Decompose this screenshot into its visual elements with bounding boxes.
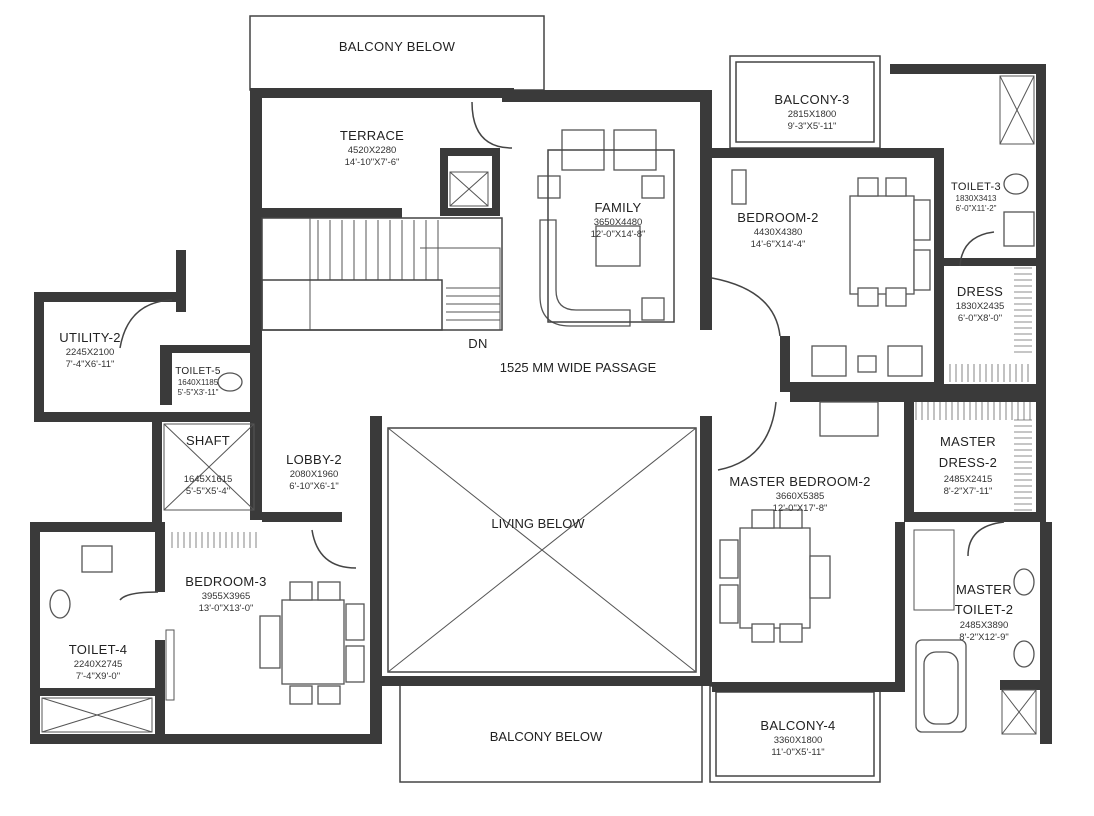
lobby-2-name: LOBBY-2: [286, 452, 342, 467]
toilet-4-name: TOILET-4: [69, 642, 128, 657]
master-toilet-2-name1: MASTER: [956, 582, 1012, 597]
master-dress-2-ft: 8'-2"X7'-11": [944, 486, 993, 497]
toilet-3-name: TOILET-3: [951, 181, 1001, 193]
balcony-3-mm: 2815X1800: [788, 109, 837, 120]
living-below-label: LIVING BELOW: [491, 516, 585, 531]
walls: [30, 64, 1052, 744]
utility-2-ft: 7'-4"X6'-11": [66, 359, 115, 370]
bedroom-3-ft: 13'-0"X13'-0": [199, 603, 254, 614]
master-bedroom-2-label: MASTER BEDROOM-2 3660X5385 12'-0"X17'-8": [729, 474, 870, 514]
living-below-void: [387, 427, 697, 673]
bedroom-3-mm: 3955X3965: [202, 591, 251, 602]
passage-label: 1525 MM WIDE PASSAGE: [500, 360, 657, 375]
lobby-2-mm: 2080X1960: [290, 469, 339, 480]
terrace-label: TERRACE 4520X2280 14'-10"X7'-6": [340, 128, 404, 168]
wardrobe-hatches: [171, 267, 1032, 548]
dress-mm: 1830X2435: [956, 301, 1005, 312]
bedroom-3-name: BEDROOM-3: [185, 574, 266, 589]
balcony-below-top-label: BALCONY BELOW: [339, 39, 456, 54]
terrace-ft: 14'-10"X7'-6": [345, 157, 400, 168]
master-toilet-2-ft: 8'-2"X12'-9": [959, 632, 1008, 643]
balcony-4-outline: [709, 685, 881, 783]
utility-2-mm: 2245X2100: [66, 347, 115, 358]
staircase: [261, 217, 503, 331]
utility-2-label: UTILITY-2 2245X2100 7'-4"X6'-11": [59, 330, 120, 370]
balcony-4-name: BALCONY-4: [760, 718, 835, 733]
master-toilet-2-name2: TOILET-2: [955, 602, 1014, 617]
bedroom-2-furniture: [731, 169, 931, 377]
door-swings: [119, 101, 1005, 601]
stairs-down-label: DN: [468, 336, 487, 351]
master-dress-2-mm: 2485X2415: [944, 474, 993, 485]
bedroom-2-mm: 4430X4380: [754, 227, 803, 238]
ducts: [41, 75, 1037, 735]
toilet-4-ft: 7'-4"X9'-0": [76, 671, 120, 682]
family-furniture: [537, 129, 675, 327]
master-bedroom-2-ft: 12'-0"X17'-8": [773, 503, 828, 514]
utility-2-name: UTILITY-2: [59, 330, 120, 345]
toilet-5-name: TOILET-5: [175, 366, 221, 377]
family-mm: 3650X4480: [594, 217, 643, 228]
balcony-4-label: BALCONY-4 3360X1800 11'-0"X5'-11": [760, 718, 835, 758]
toilet-5-ft: 5'-5"X3'-11": [177, 388, 218, 397]
balcony-4-inner: [715, 691, 875, 777]
toilet-5-label: TOILET-5 1640X1185 5'-5"X3'-11": [175, 366, 221, 397]
terrace-name: TERRACE: [340, 128, 404, 143]
master-bedroom-furniture: [719, 401, 879, 643]
toilet-5-mm: 1640X1185: [178, 378, 219, 387]
balcony-3-name: BALCONY-3: [774, 92, 849, 107]
toilet-3-label: TOILET-3 1830X3413 6'-0"X11'-2": [951, 181, 1001, 213]
master-bedroom-2-mm: 3660X5385: [776, 491, 825, 502]
dress-name: DRESS: [957, 284, 1003, 299]
shaft-mm: 1645X1615: [184, 474, 233, 485]
family-name: FAMILY: [594, 200, 641, 215]
balcony-4-ft: 11'-0"X5'-11": [771, 747, 824, 758]
toilet-3-mm: 1830X3413: [956, 194, 997, 203]
master-bedroom-2-name: MASTER BEDROOM-2: [729, 474, 870, 489]
bedroom-2-ft: 14'-6"X14'-4": [751, 239, 806, 250]
sanitary-fixtures: [49, 173, 1035, 733]
master-toilet-2-mm: 2485X3890: [960, 620, 1009, 631]
lobby-2-label: LOBBY-2 2080X1960 6'-10"X6'-1": [286, 452, 342, 492]
balcony-3-label: BALCONY-3 2815X1800 9'-3"X5'-11": [774, 92, 849, 132]
bedroom-2-label: BEDROOM-2 4430X4380 14'-6"X14'-4": [737, 210, 818, 250]
lobby-2-ft: 6'-10"X6'-1": [289, 481, 338, 492]
master-dress-2-name1: MASTER: [940, 434, 996, 449]
family-ft: 12'-0"X14'-8": [591, 229, 646, 240]
bedroom-2-name: BEDROOM-2: [737, 210, 818, 225]
balcony-3-inner: [735, 61, 875, 143]
shaft-name: SHAFT: [186, 433, 230, 448]
balcony-3-ft: 9'-3"X5'-11": [788, 121, 837, 132]
toilet-3-ft: 6'-0"X11'-2": [955, 204, 996, 213]
master-dress-2-name2: DRESS-2: [939, 455, 997, 470]
balcony-4-mm: 3360X1800: [774, 735, 823, 746]
bedroom-3-furniture: [165, 581, 365, 705]
toilet-4-mm: 2240X2745: [74, 659, 123, 670]
shaft-label: SHAFT 1645X1615 5'-5"X5'-4": [184, 433, 233, 497]
master-dress-2-label: MASTER DRESS-2 2485X2415 8'-2"X7'-11": [939, 434, 997, 497]
toilet-4-label: TOILET-4 2240X2745 7'-4"X9'-0": [69, 642, 128, 682]
shaft-ft: 5'-5"X5'-4": [186, 486, 230, 497]
family-label: FAMILY 3650X4480 12'-0"X14'-8": [591, 200, 646, 240]
master-toilet-2-label: MASTER TOILET-2 2485X3890 8'-2"X12'-9": [955, 582, 1014, 643]
dress-label: DRESS 1830X2435 6'-0"X8'-0": [956, 284, 1005, 324]
bedroom-3-label: BEDROOM-3 3955X3965 13'-0"X13'-0": [185, 574, 266, 614]
terrace-mm: 4520X2280: [348, 145, 397, 156]
balcony-below-bottom-label: BALCONY BELOW: [490, 729, 603, 744]
dress-ft: 6'-0"X8'-0": [958, 313, 1002, 324]
